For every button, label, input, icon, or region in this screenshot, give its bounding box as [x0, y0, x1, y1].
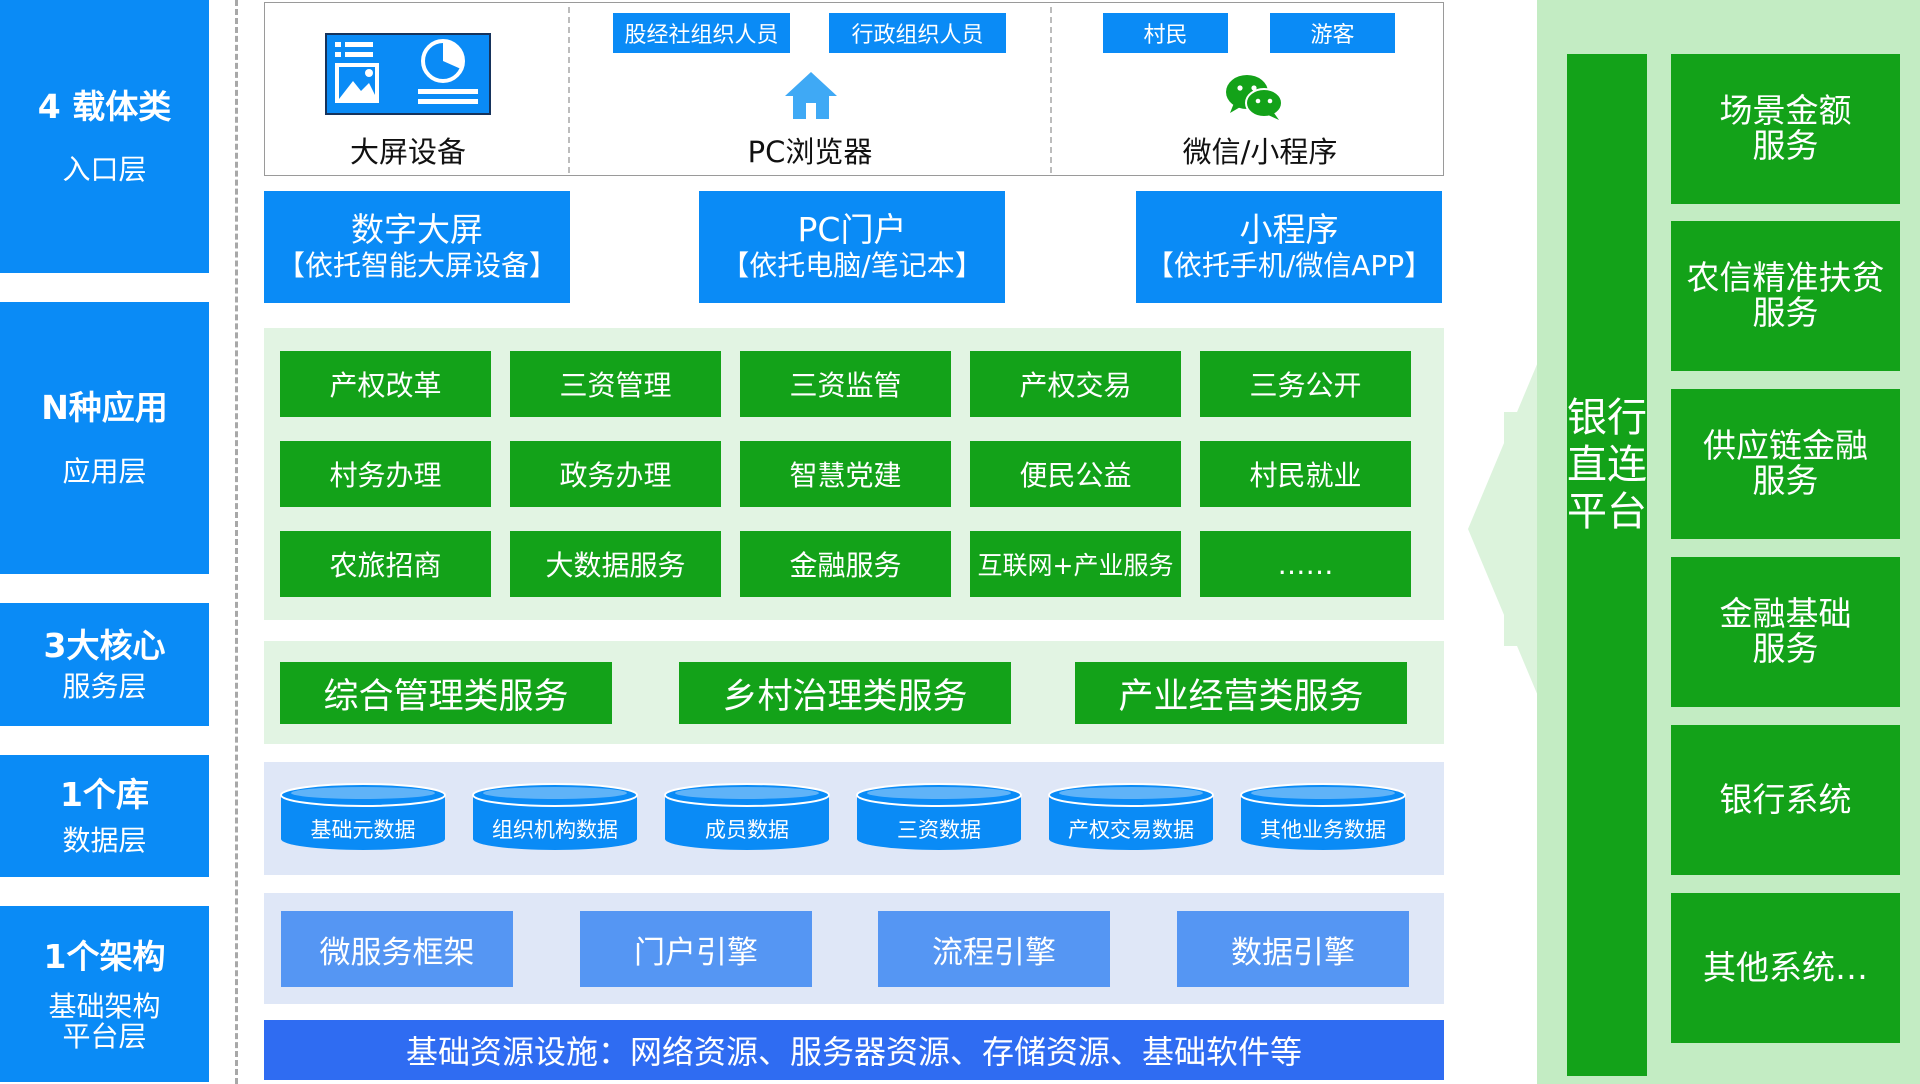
layer-subtitle: 服务层 [62, 670, 147, 704]
layer-subtitle: 基础架构 平台层 [48, 990, 161, 1053]
application-item: 农旅招商 [280, 531, 491, 597]
left-arrow-icon [1468, 362, 1538, 696]
database-icon [280, 783, 446, 850]
application-item: …… [1200, 531, 1411, 597]
framework-item: 流程引擎 [878, 911, 1110, 987]
database-item: 产权交易数据 [1048, 781, 1214, 851]
application-item: 便民公益 [970, 441, 1181, 507]
dashboard-screen-icon [325, 33, 491, 115]
layer-title: 4 载体类 [37, 86, 172, 126]
application-item: 三务公开 [1200, 351, 1411, 417]
layer-title: N种应用 [41, 388, 168, 428]
layer-title: 1个架构 [43, 936, 166, 976]
database-item: 其他业务数据 [1240, 781, 1406, 851]
database-icon [1048, 783, 1214, 850]
bank-service: 其他系统… [1671, 893, 1900, 1043]
database-icon [1240, 783, 1406, 850]
application-item: 村务办理 [280, 441, 491, 507]
app-digital-screen: 数字大屏 【依托智能大屏设备】 [264, 191, 570, 303]
layer-data: 1个库 数据层 [0, 755, 209, 877]
application-item: 互联网+产业服务 [970, 531, 1181, 597]
database-label: 其他业务数据 [1260, 818, 1386, 842]
core-service: 综合管理类服务 [280, 662, 612, 724]
layer-entry: 4 载体类 入口层 [0, 0, 209, 273]
layer-title: 1个库 [60, 775, 149, 815]
screen-device-label: 大屏设备 [349, 135, 466, 169]
pc-browser-label: PC浏览器 [747, 135, 873, 169]
database-label: 组织机构数据 [492, 818, 618, 842]
layer-title: 3大核心 [43, 625, 166, 665]
database-icon [664, 783, 830, 850]
bank-service: 银行系统 [1671, 725, 1900, 875]
database-icon [856, 783, 1022, 850]
application-item: 政务办理 [510, 441, 721, 507]
entry-panel: 大屏设备 股经社组织人员 行政组织人员 PC浏览器 村民 游客 微信/小程序 [264, 2, 1444, 176]
layer-subtitle: 应用层 [62, 454, 147, 488]
app-note: 【依托手机/微信APP】 [1145, 249, 1433, 283]
layer-infrastructure: 1个架构 基础架构 平台层 [0, 906, 209, 1082]
application-item: 村民就业 [1200, 441, 1411, 507]
application-item: 三资管理 [510, 351, 721, 417]
application-item: 产权改革 [280, 351, 491, 417]
entry-divider [568, 7, 570, 173]
user-tag: 股经社组织人员 [613, 13, 790, 53]
app-pc-portal: PC门户 【依托电脑/笔记本】 [699, 191, 1005, 303]
app-mini-program: 小程序 【依托手机/微信APP】 [1136, 191, 1442, 303]
app-name: PC门户 [797, 210, 907, 250]
database-label: 基础元数据 [310, 818, 416, 842]
framework-item: 数据引擎 [1177, 911, 1409, 987]
database-item: 三资数据 [856, 781, 1022, 851]
framework-item: 门户引擎 [580, 911, 812, 987]
application-item: 三资监管 [740, 351, 951, 417]
layer-service: 3大核心 服务层 [0, 603, 209, 726]
entry-divider [1050, 7, 1052, 173]
bank-platform-bar [1567, 54, 1647, 1076]
database-item: 成员数据 [664, 781, 830, 851]
infrastructure-bar: 基础资源设施：网络资源、服务器资源、存储资源、基础软件等 [264, 1020, 1444, 1080]
bank-service: 金融基础 服务 [1671, 557, 1900, 707]
app-name: 小程序 [1239, 210, 1339, 250]
bank-service: 农信精准扶贫 服务 [1671, 221, 1900, 371]
framework-item: 微服务框架 [281, 911, 513, 987]
user-tag: 行政组织人员 [829, 13, 1006, 53]
application-item: 产权交易 [970, 351, 1181, 417]
app-name: 数字大屏 [351, 210, 483, 250]
database-label: 产权交易数据 [1068, 818, 1194, 842]
core-service: 产业经营类服务 [1075, 662, 1407, 724]
database-item: 组织机构数据 [472, 781, 638, 851]
application-item: 智慧党建 [740, 441, 951, 507]
database-item: 基础元数据 [280, 781, 446, 851]
layer-subtitle: 入口层 [62, 153, 147, 187]
bank-service: 供应链金融 服务 [1671, 389, 1900, 539]
layer-application: N种应用 应用层 [0, 302, 209, 574]
database-label: 成员数据 [705, 818, 789, 842]
user-tag: 村民 [1103, 13, 1228, 53]
app-note: 【依托智能大屏设备】 [276, 249, 557, 283]
core-service: 乡村治理类服务 [679, 662, 1011, 724]
bank-service: 场景金额 服务 [1671, 54, 1900, 204]
column-divider [235, 0, 238, 1084]
wechat-icon [1224, 73, 1284, 121]
application-item: 大数据服务 [510, 531, 721, 597]
user-tag: 游客 [1270, 13, 1395, 53]
bank-platform-label: 银行直连平台 [1567, 395, 1647, 535]
database-label: 三资数据 [897, 818, 981, 842]
database-icon [472, 783, 638, 850]
layer-subtitle: 数据层 [62, 823, 147, 857]
home-icon [783, 69, 839, 121]
wechat-miniprogram-label: 微信/小程序 [1182, 135, 1338, 169]
application-item: 金融服务 [740, 531, 951, 597]
app-note: 【依托电脑/笔记本】 [721, 249, 983, 283]
